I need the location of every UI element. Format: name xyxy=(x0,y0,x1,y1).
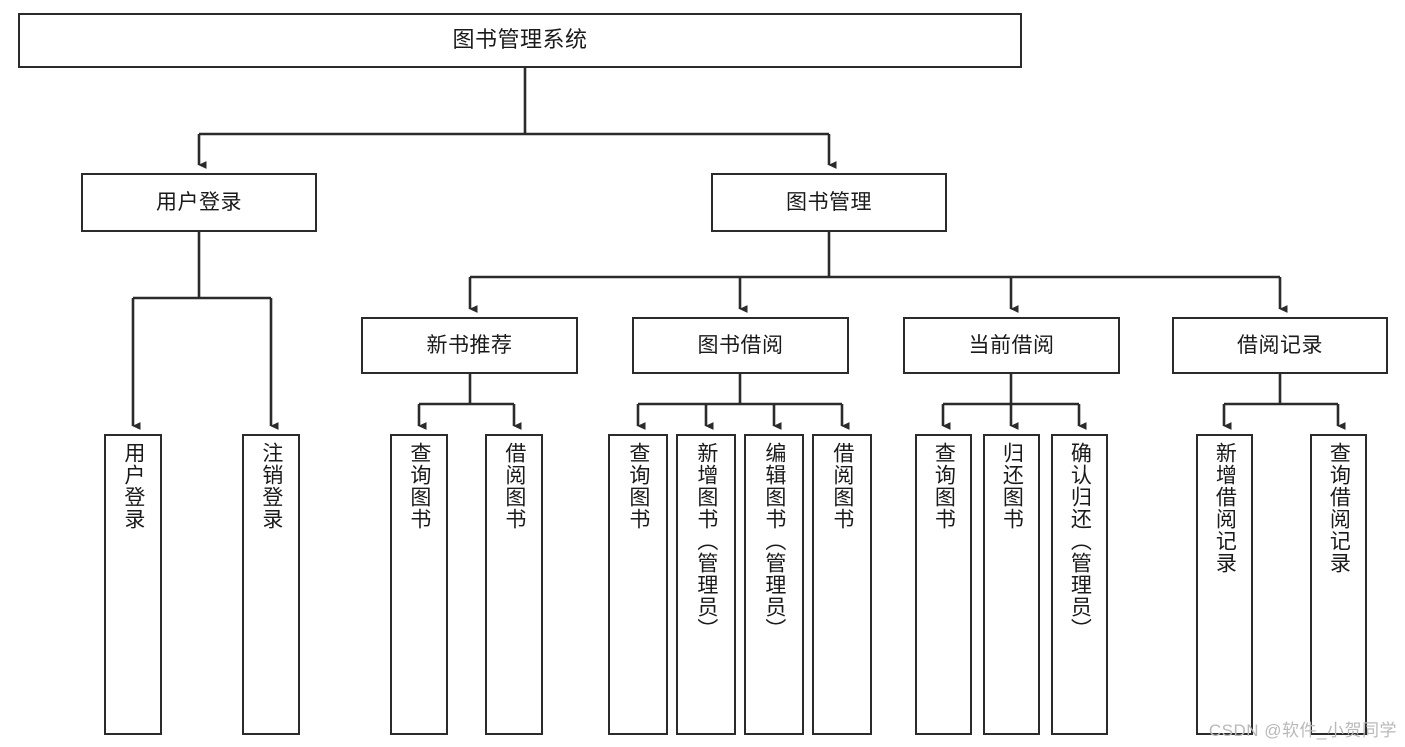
leaf-borrow-book[interactable]: 借阅图书 xyxy=(812,434,872,735)
leaf-logout[interactable]: 注销登录 xyxy=(242,434,300,735)
node-label: 确认归还（管理员） xyxy=(1068,442,1092,640)
node-label: 查询图书 xyxy=(932,442,956,530)
leaf-add-book-admin[interactable]: 新增图书（管理员） xyxy=(676,434,736,735)
node-book-borrow[interactable]: 图书借阅 xyxy=(632,317,849,374)
node-label: 当前借阅 xyxy=(968,333,1055,357)
node-book-management[interactable]: 图书管理 xyxy=(711,173,947,232)
leaf-search-book-current[interactable]: 查询图书 xyxy=(915,434,972,735)
node-label: 查询图书 xyxy=(407,442,431,530)
leaf-return-book[interactable]: 归还图书 xyxy=(983,434,1040,735)
leaf-search-book-newbook[interactable]: 查询图书 xyxy=(390,434,448,735)
node-label: 图书管理 xyxy=(786,190,872,214)
leaf-edit-book-admin[interactable]: 编辑图书（管理员） xyxy=(744,434,804,735)
leaf-add-borrow-record[interactable]: 新增借阅记录 xyxy=(1196,434,1253,735)
node-new-book-recommend[interactable]: 新书推荐 xyxy=(361,317,578,374)
node-label: 用户登录 xyxy=(156,190,242,214)
node-label: 新书推荐 xyxy=(426,333,513,357)
node-label: 查询借阅记录 xyxy=(1327,442,1351,574)
node-label: 图书管理系统 xyxy=(452,27,588,53)
node-label: 图书借阅 xyxy=(697,333,784,357)
node-label: 新增图书（管理员） xyxy=(694,442,718,640)
node-label: 注销登录 xyxy=(259,442,283,530)
leaf-user-login[interactable]: 用户登录 xyxy=(104,434,162,735)
csdn-watermark: CSDN @软件_小贺同学 xyxy=(1208,721,1397,740)
node-user-login[interactable]: 用户登录 xyxy=(81,173,317,232)
node-book-management-system[interactable]: 图书管理系统 xyxy=(18,13,1022,68)
node-label: 借阅图书 xyxy=(502,442,526,530)
leaf-search-book-borrow[interactable]: 查询图书 xyxy=(608,434,668,735)
node-label: 借阅图书 xyxy=(830,442,854,530)
node-label: 查询图书 xyxy=(626,442,650,530)
node-current-borrow[interactable]: 当前借阅 xyxy=(903,317,1120,374)
node-label: 用户登录 xyxy=(121,442,145,530)
node-label: 编辑图书（管理员） xyxy=(762,442,786,640)
leaf-borrow-book-newbook[interactable]: 借阅图书 xyxy=(485,434,543,735)
node-label: 归还图书 xyxy=(1000,442,1024,530)
leaf-search-borrow-record[interactable]: 查询借阅记录 xyxy=(1310,434,1367,735)
leaf-confirm-return-admin[interactable]: 确认归还（管理员） xyxy=(1051,434,1108,735)
node-label: 借阅记录 xyxy=(1237,333,1323,357)
node-borrow-records[interactable]: 借阅记录 xyxy=(1172,317,1388,374)
node-label: 新增借阅记录 xyxy=(1213,442,1237,574)
